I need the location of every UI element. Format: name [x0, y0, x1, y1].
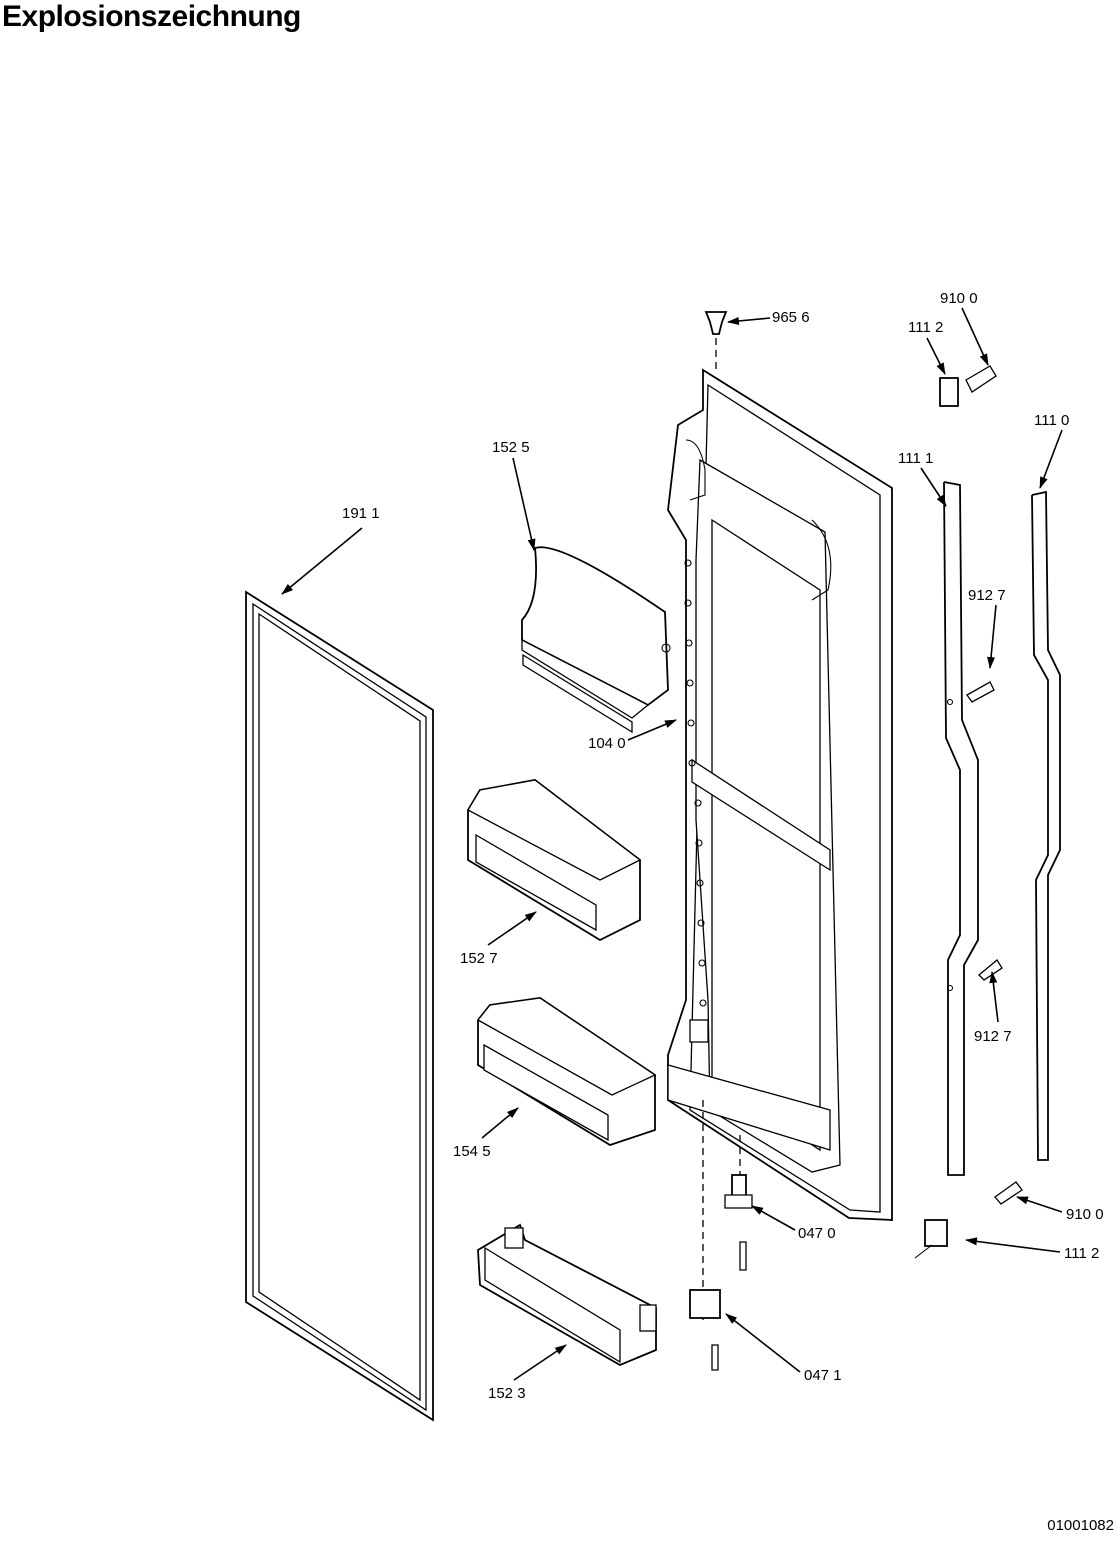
callout-047-0: 047 0: [798, 1225, 836, 1242]
bottom-shelf-part: [477, 1223, 657, 1367]
callout-912-7-top: 912 7: [968, 587, 1006, 604]
callout-910-0-top: 910 0: [940, 290, 978, 307]
callout-111-0: 111 0: [1034, 412, 1069, 429]
screws-and-brackets: [914, 365, 1023, 1259]
callout-910-0-bottom: 910 0: [1066, 1206, 1104, 1223]
callout-111-2-top: 111 2: [908, 319, 943, 336]
drawing-number: 01001082: [1047, 1517, 1114, 1534]
callout-152-3: 152 3: [488, 1385, 526, 1402]
door-rail-part: [943, 481, 979, 1176]
callout-965-6: 965 6: [772, 309, 810, 326]
callout-104-0: 104 0: [588, 735, 626, 752]
callout-912-7-bottom: 912 7: [974, 1028, 1012, 1045]
callout-152-7: 152 7: [460, 950, 498, 967]
door-gasket-part: [245, 590, 434, 1422]
callout-111-1: 111 1: [898, 450, 933, 467]
lower-bin-part: [477, 997, 657, 1146]
hinge-parts: [689, 1100, 753, 1371]
callout-154-5: 154 5: [453, 1143, 491, 1160]
top-shelf-part: [521, 546, 671, 734]
seal-strip-part: [1031, 490, 1061, 1161]
callout-111-2-bottom: 111 2: [1064, 1245, 1099, 1262]
callout-047-1: 047 1: [804, 1367, 842, 1384]
door-liner-part: [667, 368, 893, 1221]
page-title: Explosionszeichnung: [2, 0, 301, 33]
callout-191-1: 191 1: [342, 505, 380, 522]
plug-part: [704, 311, 728, 372]
callout-leaders: [281, 307, 1063, 1381]
middle-bin-part: [467, 779, 642, 942]
callout-152-5: 152 5: [492, 439, 530, 456]
